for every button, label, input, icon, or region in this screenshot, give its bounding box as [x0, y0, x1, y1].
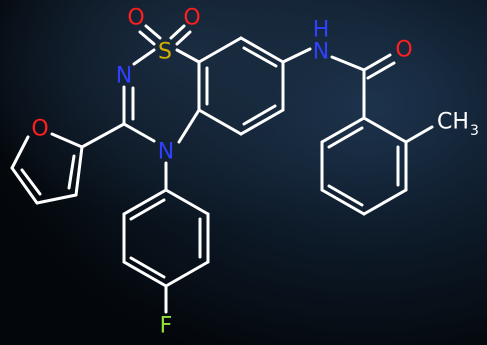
bond: [242, 46, 278, 68]
bond: [122, 122, 156, 143]
bond: [281, 47, 312, 64]
bond: [327, 126, 364, 149]
bond: [177, 108, 201, 144]
bond: [20, 168, 42, 196]
ring-nitrogen-atom: N: [116, 64, 132, 89]
bond-layer: [10, 24, 434, 314]
bond: [80, 122, 126, 149]
bond: [320, 188, 366, 216]
amide-nitrogen-atom: N: [313, 40, 329, 65]
bond: [164, 188, 210, 216]
sulfur-atom: S: [158, 40, 172, 65]
bond: [404, 125, 434, 144]
bond: [175, 30, 192, 46]
bond: [164, 260, 210, 288]
bond: [327, 184, 364, 207]
bond: [132, 48, 156, 66]
bond: [197, 108, 243, 136]
bond: [144, 24, 162, 40]
bond: [362, 188, 408, 216]
bond: [239, 108, 285, 136]
bond: [10, 135, 30, 170]
bond: [129, 256, 166, 279]
bond: [320, 116, 366, 144]
bond: [197, 36, 243, 64]
bond: [362, 116, 408, 144]
bond: [366, 61, 396, 80]
bond: [50, 132, 84, 149]
sulfonyl-oxygen-left: O: [127, 6, 144, 31]
methyl-subscript: 3: [470, 123, 479, 139]
fluorine-atom: F: [160, 314, 173, 339]
bond: [362, 53, 392, 72]
furan-oxygen-atom: O: [31, 117, 48, 142]
atom-label-layer: O O S N O N H N O CH 3 F: [31, 6, 479, 339]
bond: [169, 24, 186, 40]
bond: [129, 198, 166, 221]
bond: [138, 30, 156, 46]
bond: [74, 145, 84, 197]
sulfonyl-oxygen-right: O: [183, 6, 200, 31]
bond: [67, 154, 76, 190]
methyl-carbon-label: CH: [437, 110, 469, 135]
bond: [242, 104, 277, 126]
bond: [122, 188, 168, 216]
bond: [175, 48, 201, 64]
bond: [330, 55, 366, 72]
bond: [239, 36, 285, 64]
bond: [10, 166, 39, 205]
bond: [35, 193, 78, 205]
carbonyl-oxygen-atom: O: [395, 38, 412, 63]
bond: [122, 260, 168, 288]
amide-hydrogen-atom: H: [313, 18, 330, 43]
amine-nitrogen-atom: N: [158, 140, 174, 165]
